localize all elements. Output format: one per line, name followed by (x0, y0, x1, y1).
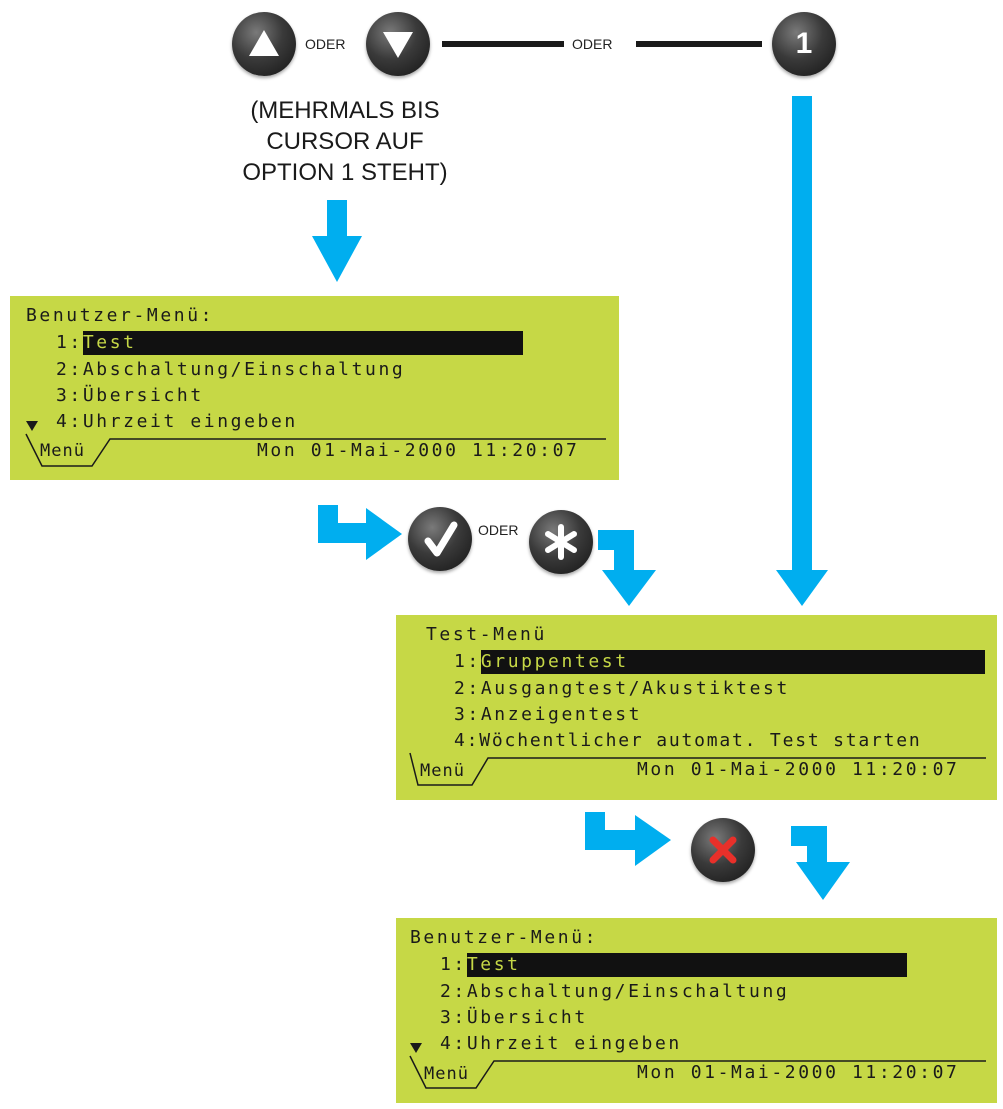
softkey-frame (409, 1055, 986, 1089)
item-label: Uhrzeit eingeben (466, 1033, 682, 1054)
asterisk-button[interactable] (529, 510, 593, 574)
panel-title: Benutzer-Menü: (26, 305, 215, 326)
oder-label: ODER (478, 522, 519, 538)
item-number: 4: (454, 730, 480, 751)
scroll-down-icon (26, 421, 38, 431)
menu-item-3[interactable]: 3:Übersicht (440, 1006, 588, 1030)
item-number: 1: (454, 651, 481, 672)
connector-line-right (636, 41, 762, 47)
item-number: 4: (440, 1033, 467, 1054)
item-number: 4: (56, 411, 83, 432)
panel-title: Test-Menü (426, 624, 547, 645)
checkmark-icon (424, 521, 458, 557)
lcd-user-menu-return: Benutzer-Menü: 1:Test 2:Abschaltung/Eins… (396, 918, 997, 1103)
item-label: Ausgangtest/Akustiktest (480, 678, 790, 699)
menu-item-4[interactable]: 4:Uhrzeit eingeben (440, 1032, 682, 1056)
datetime-display: Mon 01-Mai-2000 11:20:07 (257, 440, 580, 461)
selected-item-label: Test (82, 331, 523, 355)
down-arrow-button[interactable] (366, 12, 430, 76)
item-number: 3: (454, 704, 481, 725)
item-label: Abschaltung/Einschaltung (82, 359, 406, 380)
menu-item-3[interactable]: 3:Übersicht (56, 384, 204, 408)
cancel-x-icon (709, 836, 737, 864)
item-label: Übersicht (466, 1007, 588, 1028)
instruction-note: (MEHRMALS BIS CURSOR AUF OPTION 1 STEHT) (195, 95, 495, 188)
up-arrow-button[interactable] (232, 12, 296, 76)
menu-item-1[interactable]: 1:Gruppentest (454, 650, 985, 674)
softkey-frame (409, 752, 986, 786)
datetime-display: Mon 01-Mai-2000 11:20:07 (637, 1062, 960, 1083)
item-label: Anzeigentest (480, 704, 643, 725)
lcd-test-menu: Test-Menü 1:Gruppentest 2:Ausgangtest/Ak… (396, 615, 997, 800)
item-label: Uhrzeit eingeben (82, 411, 298, 432)
menu-item-4[interactable]: 4:Uhrzeit eingeben (56, 410, 298, 434)
item-number: 1: (56, 332, 83, 353)
softkey-menu[interactable]: Menü (420, 761, 465, 781)
menu-item-2[interactable]: 2:Abschaltung/Einschaltung (56, 358, 405, 382)
down-arrow-shape (312, 200, 362, 282)
turn-down-arrow-shape (598, 530, 656, 606)
selected-item-label: Test (466, 953, 907, 977)
note-line: CURSOR AUF (266, 128, 424, 155)
connector-line-left (442, 41, 564, 47)
item-number: 3: (440, 1007, 467, 1028)
scroll-down-icon (410, 1043, 422, 1053)
item-label: Abschaltung/Einschaltung (466, 981, 790, 1002)
confirm-button[interactable] (408, 507, 472, 571)
turn-down-arrow-shape (791, 826, 850, 900)
down-arrow-icon (383, 32, 413, 58)
note-line: (MEHRMALS BIS (250, 97, 440, 124)
menu-item-4[interactable]: 4:Wöchentlicher automat. Test starten (454, 729, 922, 753)
panel-title: Benutzer-Menü: (410, 927, 599, 948)
softkey-menu[interactable]: Menü (424, 1064, 469, 1084)
up-arrow-icon (249, 30, 279, 56)
item-number: 2: (56, 359, 83, 380)
datetime-display: Mon 01-Mai-2000 11:20:07 (637, 759, 960, 780)
digit-one: 1 (795, 27, 813, 60)
lcd-user-menu: Benutzer-Menü: 1:Test 2:Abschaltung/Eins… (10, 296, 619, 480)
cancel-button[interactable] (691, 818, 755, 882)
long-down-arrow-shape (776, 96, 828, 606)
menu-item-2[interactable]: 2:Ausgangtest/Akustiktest (454, 677, 790, 701)
menu-item-1[interactable]: 1:Test (56, 331, 523, 355)
note-line: OPTION 1 STEHT) (242, 159, 448, 186)
asterisk-icon (545, 524, 577, 560)
bent-arrow-shape (585, 812, 671, 866)
softkey-frame (25, 433, 606, 467)
item-label: Übersicht (82, 385, 204, 406)
oder-label: ODER (305, 36, 346, 52)
item-number: 3: (56, 385, 83, 406)
item-label: Wöchentlicher automat. Test starten (479, 730, 922, 751)
oder-label: ODER (572, 36, 613, 52)
selected-item-label: Gruppentest (480, 650, 985, 674)
item-number: 1: (440, 954, 467, 975)
item-number: 2: (440, 981, 467, 1002)
softkey-menu[interactable]: Menü (40, 441, 85, 461)
menu-item-2[interactable]: 2:Abschaltung/Einschaltung (440, 980, 789, 1004)
menu-item-1[interactable]: 1:Test (440, 953, 907, 977)
item-number: 2: (454, 678, 481, 699)
bent-arrow-shape (318, 505, 402, 560)
menu-item-3[interactable]: 3:Anzeigentest (454, 703, 642, 727)
number-one-button[interactable]: 1 (772, 12, 836, 76)
